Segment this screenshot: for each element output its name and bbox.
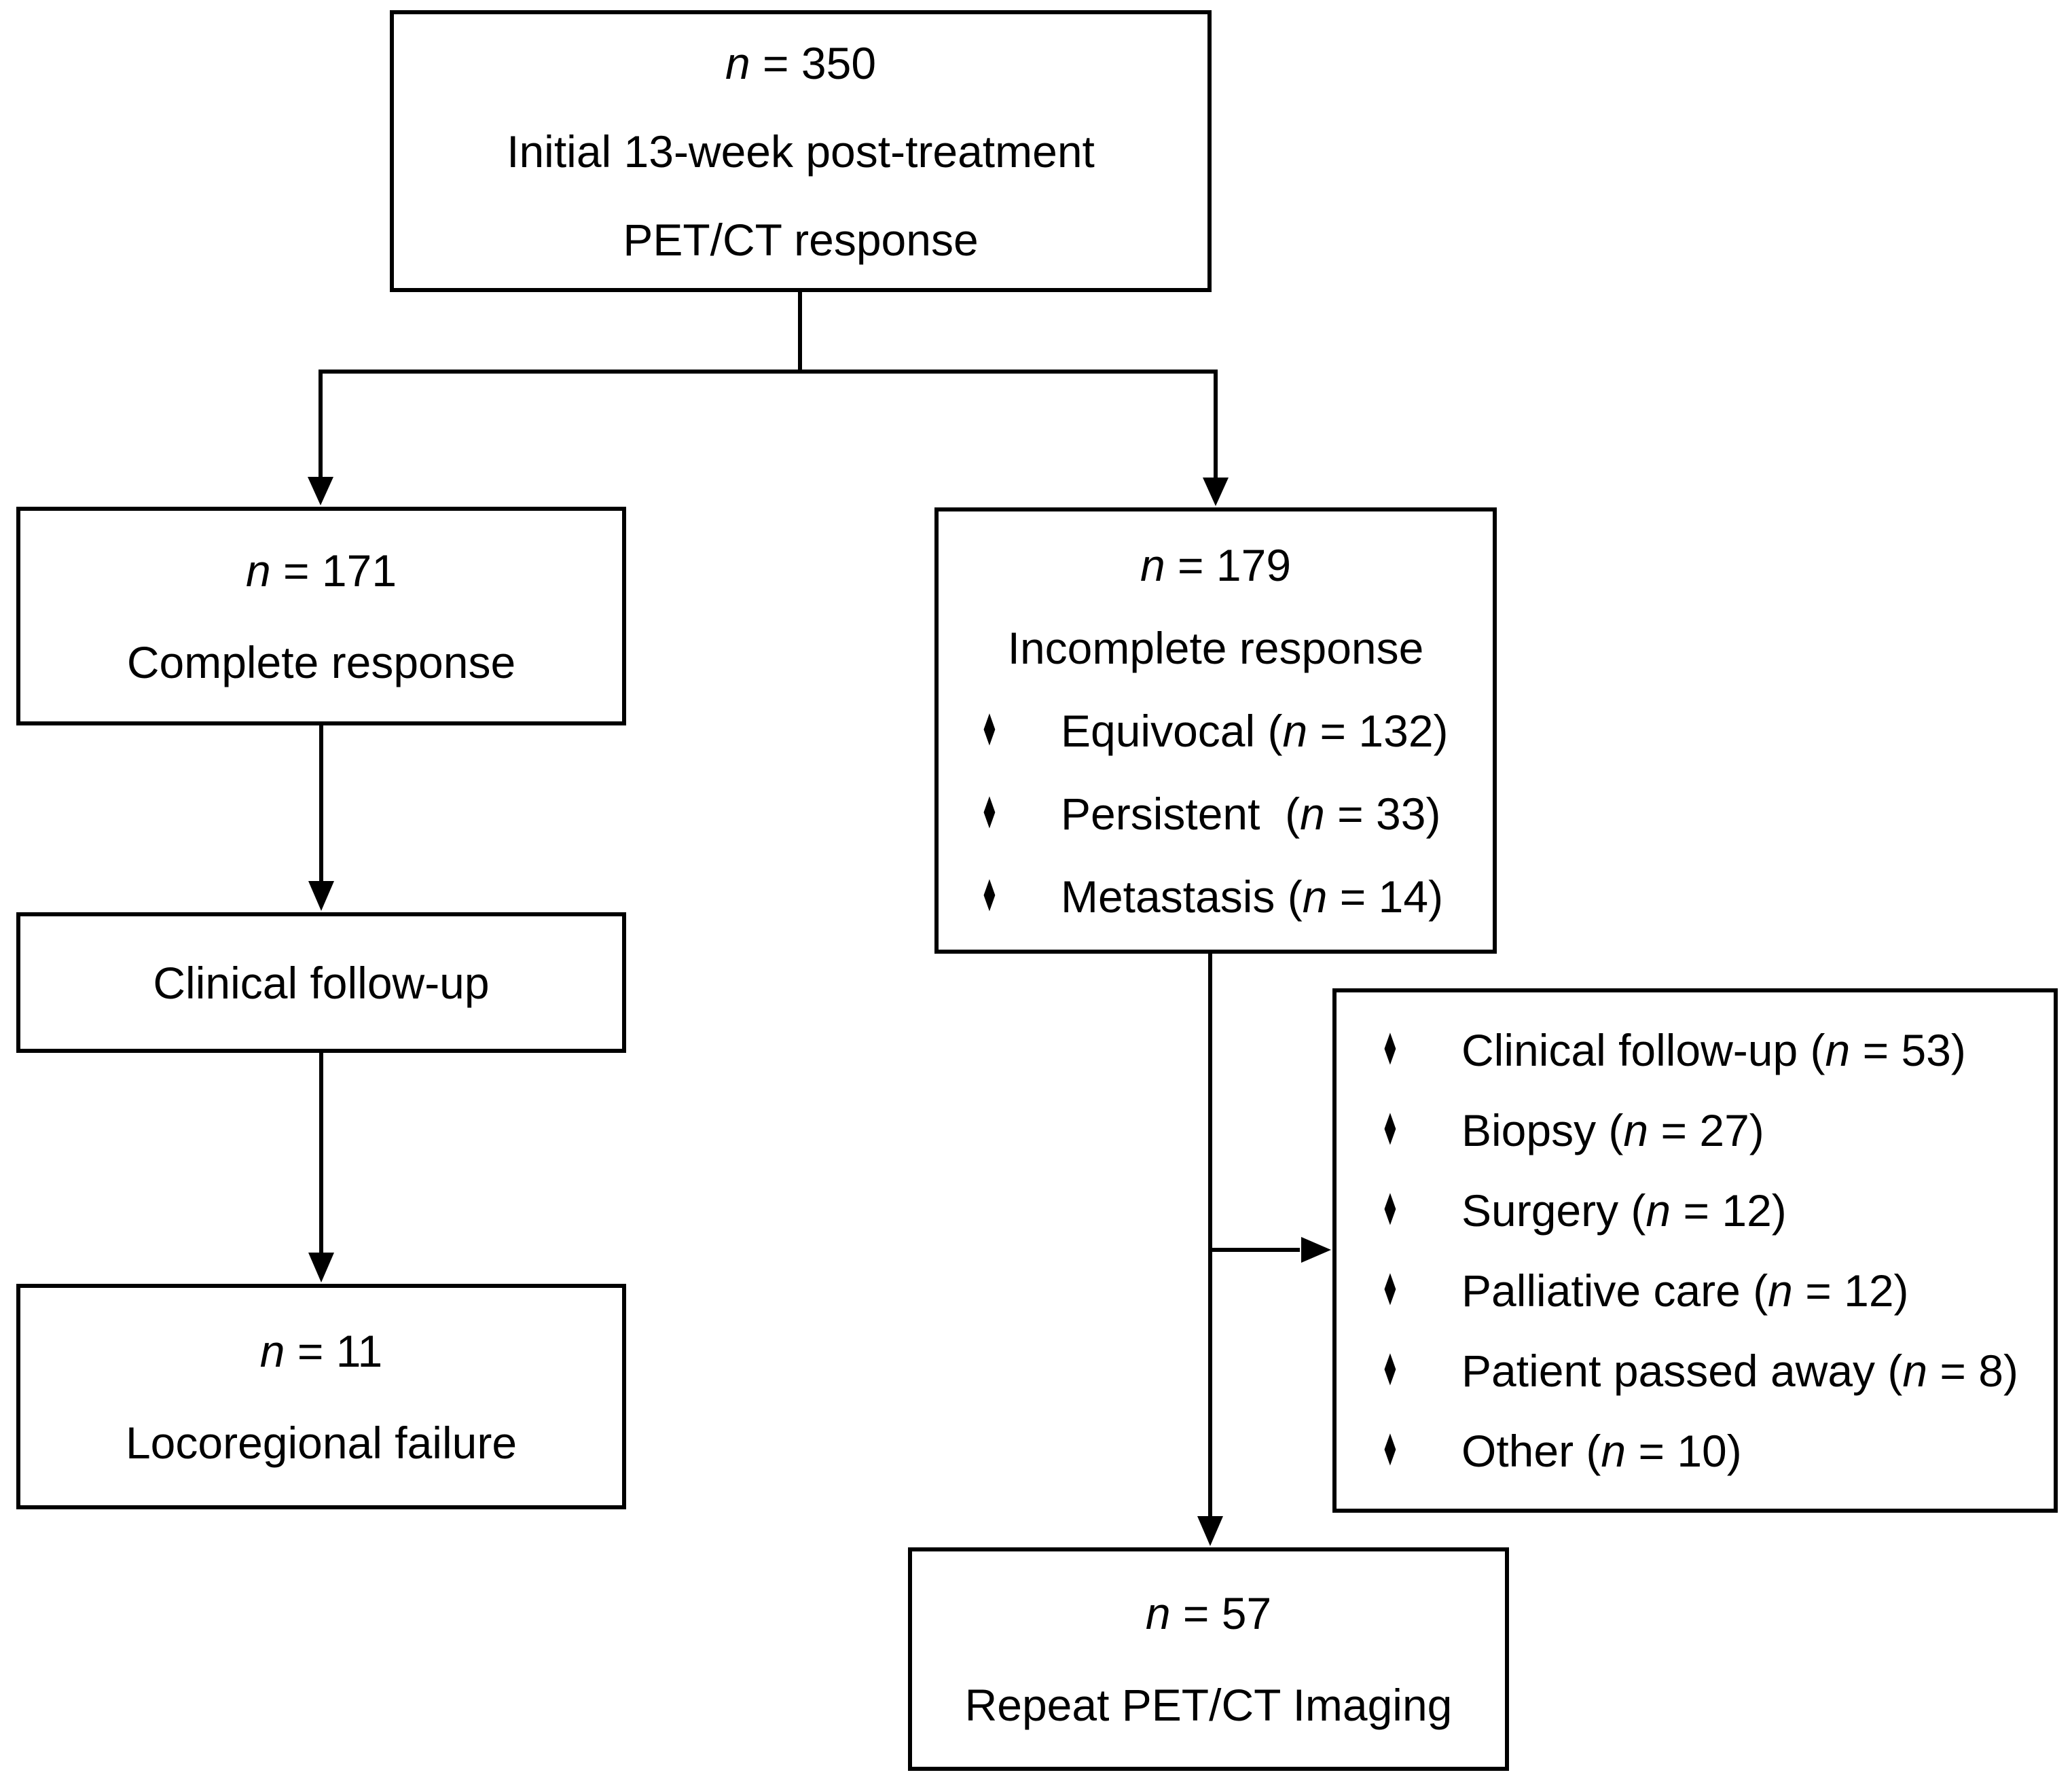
n-symbol: n	[1601, 1426, 1626, 1476]
arrow-down-icon	[308, 477, 333, 505]
list-item: ♦ Other (n = 10)	[1381, 1425, 1742, 1477]
box-repeat-petct: n = 57 Repeat PET/CT Imaging	[908, 1547, 1509, 1771]
list-item: ♦ Equivocal (n = 132)	[980, 704, 1449, 757]
list-item: ♦ Biopsy (n = 27)	[1381, 1104, 1764, 1156]
n-symbol: n	[1623, 1105, 1649, 1155]
diamond-bullet-icon: ♦	[980, 787, 999, 840]
diamond-bullet-icon: ♦	[1381, 1265, 1400, 1316]
box-label-line: PET/CT response	[623, 214, 979, 265]
diamond-bullet-icon: ♦	[1381, 1345, 1400, 1397]
n-symbol: n	[1302, 871, 1328, 922]
n-symbol: n	[1768, 1265, 1793, 1316]
box-complete-response: n = 171 Complete response	[16, 507, 626, 725]
n-symbol: n	[1825, 1025, 1851, 1075]
diamond-bullet-icon: ♦	[1381, 1425, 1400, 1477]
n-count-line: n = 350	[725, 37, 877, 88]
n-count-line: n = 171	[245, 545, 397, 596]
list-item: ♦ Metastasis (n = 14)	[980, 870, 1444, 922]
arrow-down-icon	[308, 1253, 334, 1282]
n-symbol: n	[1140, 539, 1165, 590]
n-count-line: n = 179	[1140, 539, 1292, 590]
diamond-bullet-icon: ♦	[980, 704, 999, 757]
box-label-line: Initial 13-week post-treatment	[507, 126, 1095, 177]
n-symbol: n	[245, 545, 271, 596]
n-symbol: n	[1145, 1588, 1171, 1638]
box-label-line: Complete response	[126, 636, 516, 687]
n-count-line: n = 57	[1145, 1588, 1272, 1638]
n-symbol: n	[1282, 705, 1308, 756]
list-item: ♦ Clinical follow-up (n = 53)	[1381, 1024, 1966, 1076]
box-initial-response: n = 350 Initial 13-week post-treatment P…	[390, 10, 1212, 292]
arrow-down-icon	[1203, 478, 1229, 506]
arrow-down-icon	[308, 881, 334, 911]
diamond-bullet-icon: ♦	[1381, 1185, 1400, 1236]
diamond-bullet-icon: ♦	[980, 870, 999, 922]
box-other-outcomes: ♦ Clinical follow-up (n = 53) ♦ Biopsy (…	[1332, 988, 2058, 1513]
diamond-bullet-icon: ♦	[1381, 1104, 1400, 1156]
box-locoregional-failure: n = 11 Locoregional failure	[16, 1284, 626, 1509]
box-clinical-followup: Clinical follow-up	[16, 912, 626, 1053]
box-label-line: Locoregional failure	[125, 1417, 517, 1468]
list-item: ♦ Patient passed away (n = 8)	[1381, 1345, 2018, 1397]
list-item: ♦ Persistent (n = 33)	[980, 787, 1441, 840]
n-symbol: n	[1300, 788, 1325, 839]
box-label-line: Incomplete response	[1007, 622, 1424, 673]
box-incomplete-response: n = 179 Incomplete response ♦ Equivocal …	[934, 507, 1497, 954]
box-label-line: Repeat PET/CT Imaging	[964, 1680, 1453, 1730]
list-item: ♦ Palliative care (n = 12)	[1381, 1265, 1909, 1316]
n-symbol: n	[259, 1325, 285, 1376]
box-label-line: Clinical follow-up	[153, 957, 490, 1008]
diamond-bullet-icon: ♦	[1381, 1024, 1400, 1076]
n-symbol: n	[725, 37, 750, 88]
arrow-down-icon	[1197, 1516, 1223, 1546]
n-symbol: n	[1646, 1185, 1671, 1236]
arrow-right-icon	[1301, 1237, 1331, 1263]
n-symbol: n	[1902, 1346, 1928, 1396]
list-item: ♦ Surgery (n = 12)	[1381, 1185, 1787, 1236]
n-count-line: n = 11	[259, 1325, 383, 1376]
